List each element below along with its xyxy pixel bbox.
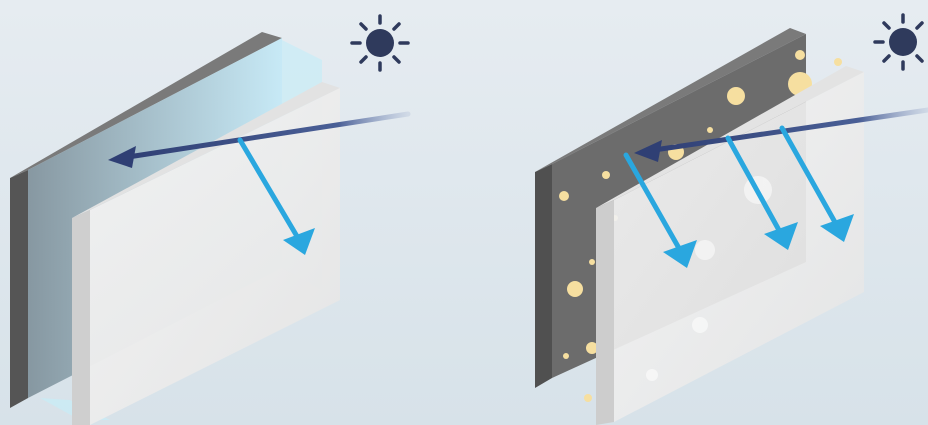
particle — [834, 58, 842, 66]
particle — [584, 394, 592, 402]
right-back-panel-edge — [535, 164, 552, 388]
particle — [602, 171, 610, 179]
particle — [563, 353, 569, 359]
particle — [567, 281, 583, 297]
sun-icon — [352, 16, 408, 70]
particle — [589, 259, 595, 265]
particle — [707, 127, 713, 133]
right-front-panel-edge — [596, 200, 614, 425]
particle — [727, 87, 745, 105]
left-front-panel-edge — [72, 210, 90, 425]
particle — [559, 191, 569, 201]
left-back-panel-edge — [10, 170, 28, 408]
particle — [795, 50, 805, 60]
particle — [692, 317, 708, 333]
particle — [646, 369, 658, 381]
particle — [695, 240, 715, 260]
